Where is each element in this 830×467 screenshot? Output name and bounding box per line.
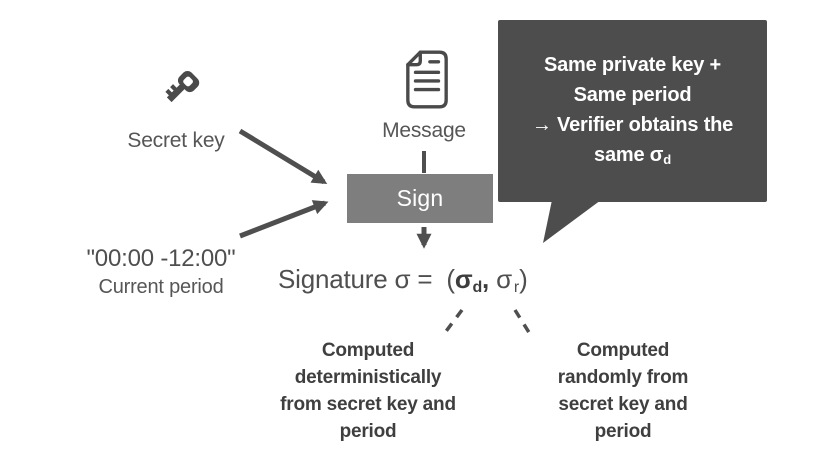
dashed-line-right xyxy=(513,309,532,335)
sigma-d-subscript: d xyxy=(472,279,483,296)
formula-prefix: Signature σ = xyxy=(278,264,433,294)
secret-key-label: Secret key xyxy=(127,129,225,152)
sigma-r: σ xyxy=(496,264,512,294)
callout-last-line: same σd xyxy=(498,140,767,170)
message-label: Message xyxy=(382,119,466,142)
sigma-d: σ xyxy=(454,264,473,294)
callout-tail xyxy=(543,200,601,243)
dashed-line-left xyxy=(442,308,464,336)
arrow-current-period xyxy=(239,200,329,239)
open-paren-glyph: ( xyxy=(446,264,455,294)
formula-comma: , xyxy=(482,264,490,294)
sign-box: Sign xyxy=(347,174,493,223)
sigma-r-subscript: r xyxy=(513,279,520,296)
callout-sigma-d-subscript: d xyxy=(663,152,671,167)
callout-text: Same private key + Same period → Verifie… xyxy=(531,54,734,136)
key-icon xyxy=(148,55,213,120)
sign-label: Sign xyxy=(396,185,444,211)
period-value: "00:00 -12:00" xyxy=(86,245,236,272)
document-icon xyxy=(404,48,450,112)
annotation-deterministic: Computed deterministically from secret k… xyxy=(280,340,456,442)
callout-bubble: Same private key + Same period → Verifie… xyxy=(498,20,767,202)
close-paren-glyph: ) xyxy=(519,264,528,294)
callout-line4-text: same σ xyxy=(594,144,664,166)
period-label: Current period xyxy=(98,276,224,298)
annotation-random: Computed randomly from secret key and pe… xyxy=(557,340,689,442)
